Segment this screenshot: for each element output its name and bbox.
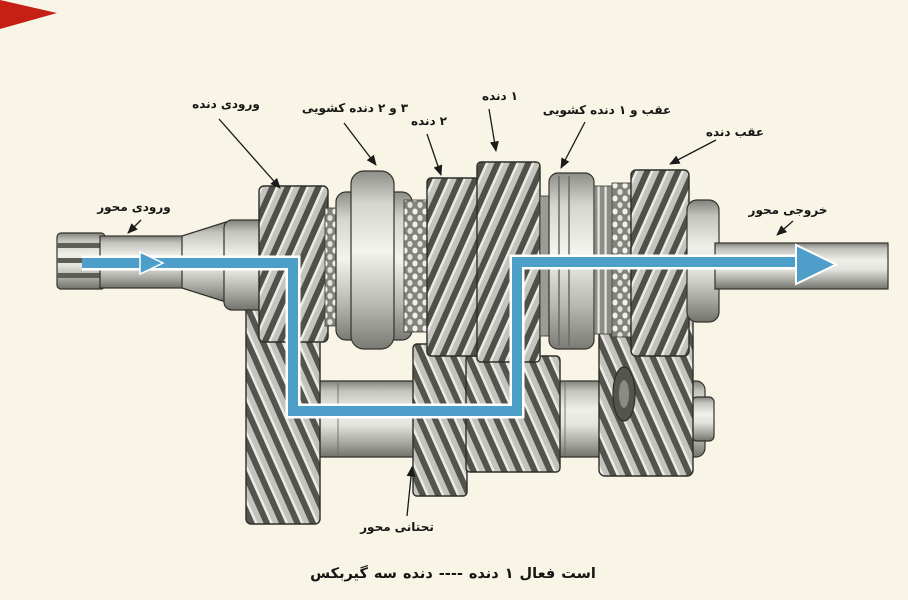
leader-reverse-gear: [669, 139, 717, 165]
label-sleeve-2-3: کشویی دنده ۲ و ۳: [302, 101, 408, 115]
label-word: دنده: [192, 97, 217, 111]
leader-arrows: [127, 108, 794, 517]
label-reverse-gear: دنده عقب: [706, 125, 764, 139]
leader-gear-1: [488, 108, 499, 152]
flow-mid-arrowhead: [139, 250, 165, 276]
label-word: خروجی: [783, 203, 828, 217]
label-word: ۲: [377, 101, 386, 115]
spline-groove: [57, 273, 105, 278]
label-word: تحتانی: [394, 520, 434, 534]
label-sleeve-1-rev: کشویی دنده ۱ و عقب: [543, 103, 671, 117]
flow-path-line: [82, 257, 800, 416]
label-word: ورودی: [220, 97, 260, 111]
caption-word: دنده: [468, 566, 499, 582]
leader-sleeve-1-rev: [560, 121, 586, 169]
caption-word: سه: [373, 566, 397, 582]
leader-input-gear: [218, 118, 281, 189]
caption-word: دنده: [402, 566, 433, 582]
leader-countershaft: [406, 466, 416, 517]
main-shaft-assembly: [56, 161, 889, 363]
label-countershaft: محور تحتانی: [360, 520, 434, 534]
label-word: محور: [97, 200, 128, 214]
counter-gear-second: [412, 343, 468, 497]
gear-2: [426, 177, 480, 357]
caption-word: ۱: [504, 566, 514, 582]
synchro-teeth-ring: [403, 199, 428, 333]
caption-word: گیربکس: [310, 566, 368, 582]
countershaft-assembly: [245, 292, 715, 525]
label-word: دنده: [349, 101, 374, 115]
label-word: محور: [360, 520, 391, 534]
label-word: دنده: [410, 114, 436, 128]
label-word: کشویی: [301, 101, 346, 115]
leader-output-shaft: [776, 220, 794, 236]
label-word: دنده: [590, 103, 615, 117]
label-word: عقب: [641, 103, 672, 117]
label-word: و: [630, 103, 638, 117]
label-gear-1: دنده ۱: [482, 89, 518, 103]
label-word: ۳: [400, 101, 409, 115]
spline-groove: [57, 258, 105, 263]
flow-end-arrowhead: [795, 243, 839, 286]
sleeve-2-3-drum-hump: [350, 170, 395, 350]
label-input-shaft: محور ورودی: [97, 200, 171, 214]
corner-marker: [0, 0, 57, 29]
label-word: عقب: [734, 125, 765, 139]
leader-sleeve-2-3: [343, 122, 377, 166]
label-word: محور: [748, 203, 780, 217]
gear-bore-inner: [619, 380, 629, 408]
caption-word: ----: [438, 566, 463, 582]
label-input-gear: دنده ورودی: [192, 97, 260, 111]
power-flow-path: [82, 243, 839, 419]
label-word: ۲: [439, 114, 448, 128]
label-gear-2: دنده ۲: [411, 114, 447, 128]
label-word: و: [389, 101, 397, 115]
caption-word: است: [561, 566, 596, 582]
label-word: دنده: [481, 89, 507, 103]
caption-word: فعال: [519, 566, 556, 582]
label-word: ۱: [618, 103, 627, 117]
label-word: ورودی: [131, 200, 171, 214]
leader-gear-2: [426, 133, 443, 176]
label-output-shaft: محور خروجی: [749, 203, 828, 217]
label-word: دنده: [705, 125, 731, 139]
figure-caption: گیربکس سه دنده ---- دنده ۱ فعال است: [310, 566, 596, 582]
counter-shaft-stub: [691, 396, 715, 442]
label-word: ۱: [510, 89, 519, 103]
leader-input-shaft: [127, 219, 142, 234]
spline-groove: [57, 243, 105, 248]
label-word: کشویی: [542, 103, 587, 117]
